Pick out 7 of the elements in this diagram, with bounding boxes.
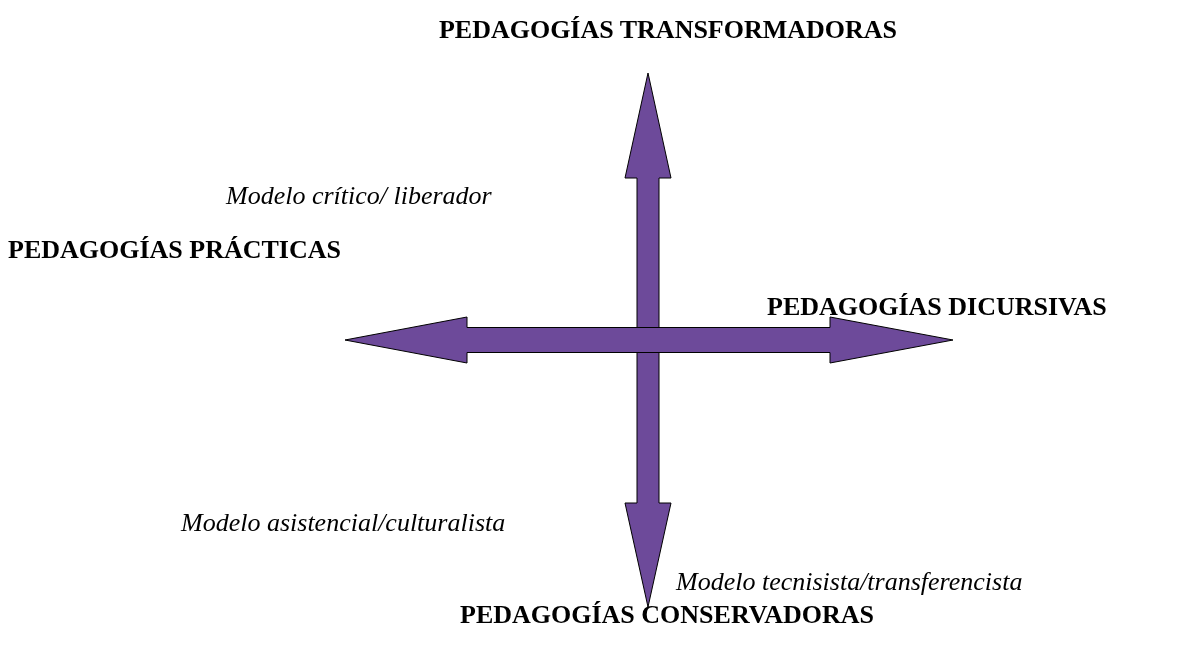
pole-heading: PEDAGOGÍAS CONSERVADORAS — [460, 600, 874, 630]
model-label: Modelo tecnisista/transferencista — [676, 567, 1023, 597]
pole-heading: PEDAGOGÍAS TRANSFORMADORAS — [438, 15, 898, 45]
model-label: Modelo asistencial/culturalista — [181, 508, 506, 538]
pole-heading: PEDAGOGÍAS PRÁCTICAS — [8, 235, 341, 265]
model-label: Modelo crítico/ liberador — [226, 181, 492, 211]
pole-heading: PEDAGOGÍAS DICURSIVAS — [767, 292, 1107, 322]
